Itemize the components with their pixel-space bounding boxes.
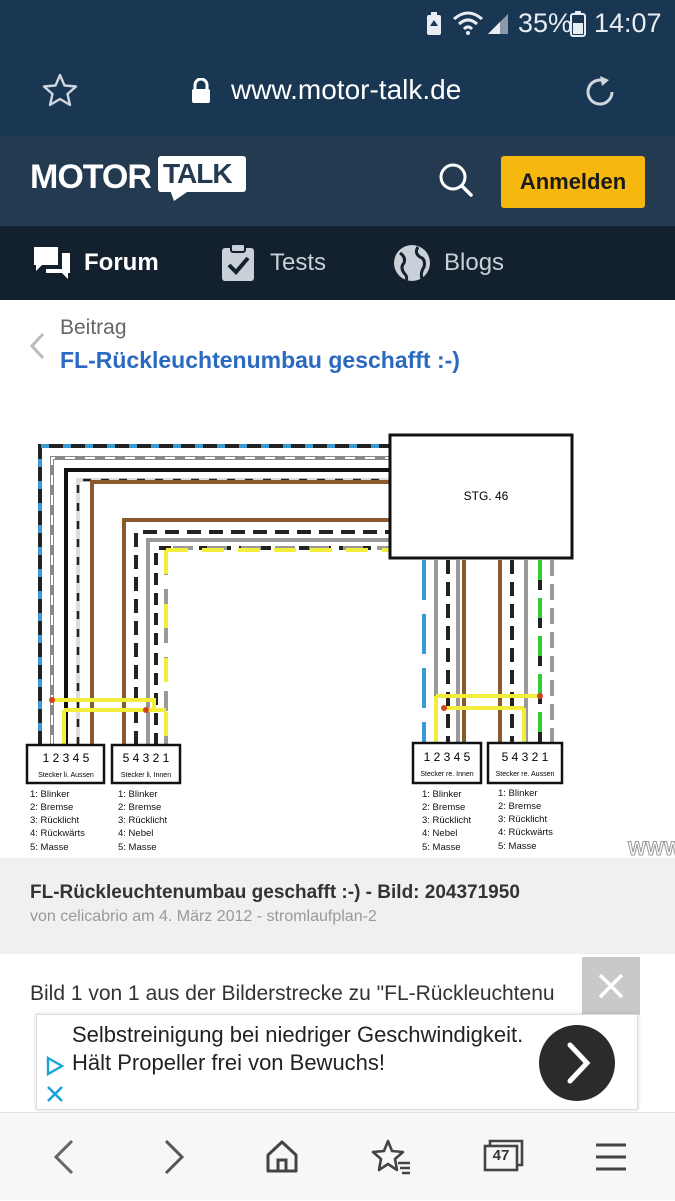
logo-motor: MOTOR (30, 158, 152, 196)
site-header: MOTOR TALK Anmelden (0, 136, 675, 226)
login-button[interactable]: Anmelden (501, 156, 645, 208)
tabs-icon (483, 1139, 524, 1172)
wiring-diagram-image[interactable]: STG. 46 1 2 3 4 5 Stecker li. Aussen 5 4… (0, 410, 675, 858)
legend-line: 3: Rücklicht (422, 815, 471, 826)
ad-text: Selbstreinigung bei niedriger Geschwindi… (72, 1022, 524, 1075)
search-icon[interactable] (438, 162, 474, 200)
tab-count: 47 (492, 1147, 510, 1164)
logo-bubble-tail (170, 190, 190, 201)
connector-name: Stecker re. Aussen (496, 771, 555, 778)
legend-line: 2: Bremse (422, 802, 465, 813)
caption-meta[interactable]: von celicabrio am 4. März 2012 - stromla… (30, 908, 377, 925)
ad-dismiss-icon[interactable] (44, 1083, 66, 1105)
legend-line: 4: Rückwärts (498, 827, 553, 838)
forum-icon (34, 247, 70, 279)
connector-left-outer: 1 2 3 4 5 Stecker li. Aussen (25, 743, 106, 785)
legend-line: 2: Bremse (118, 802, 161, 813)
legend-line: 5: Masse (118, 842, 157, 853)
browser-url-bar: www.motor-talk.de (0, 46, 675, 136)
legend-line: 2: Bremse (30, 802, 73, 813)
status-bar: 35% 14:07 (0, 0, 675, 46)
legend-line: 3: Rücklicht (118, 815, 167, 826)
home-icon (266, 1140, 298, 1173)
browser-bottom-bar: 47 (0, 1112, 675, 1200)
wiring-diagram: STG. 46 1 2 3 4 5 Stecker li. Aussen 5 4… (25, 433, 675, 858)
tab-tests[interactable]: Tests (220, 226, 350, 300)
ad-close-button[interactable] (582, 957, 640, 1015)
legend-line: 4: Nebel (118, 828, 153, 839)
bookmarks-star-icon (371, 1139, 410, 1175)
control-unit-label: STG. 46 (464, 489, 509, 503)
globe-icon (394, 245, 430, 281)
reload-icon[interactable] (582, 74, 618, 110)
url-text[interactable]: www.motor-talk.de (231, 74, 462, 105)
menu-icon (596, 1143, 626, 1171)
connector-name: Stecker li. Aussen (38, 772, 94, 779)
tab-blogs[interactable]: Blogs (392, 226, 522, 300)
breadcrumb[interactable]: Beitrag (60, 316, 127, 339)
legend-line: 5: Masse (498, 841, 537, 852)
chevron-right-icon (567, 1042, 591, 1084)
lock-icon (192, 78, 210, 103)
tab-forum[interactable]: Forum (32, 226, 172, 300)
back-arrow-icon (53, 1139, 74, 1175)
connector-name: Stecker li. Innen (121, 772, 171, 779)
legend-line: 1: Blinker (498, 788, 538, 799)
clock: 14:07 (594, 8, 662, 38)
battery-saver-icon (427, 12, 441, 35)
legend-line: 3: Rücklicht (498, 814, 547, 825)
legend-line: 3: Rücklicht (30, 815, 79, 826)
page-title[interactable]: FL-Rückleuchtenumbau geschafft :-) (60, 347, 460, 373)
logo-talk-bubble: TALK (158, 156, 246, 192)
site-nav: Forum Tests Blogs (0, 226, 675, 300)
connector-name: Stecker re. Innen (420, 771, 473, 778)
gallery-text: Bild 1 von 1 aus der Bilderstrecke zu "F… (30, 982, 555, 1005)
legend-line: 1: Blinker (118, 789, 158, 800)
image-caption: FL-Rückleuchtenumbau geschafft :-) - Bil… (0, 858, 675, 954)
forward-arrow-icon (164, 1139, 185, 1175)
tab-tests-label: Tests (270, 249, 327, 276)
ad-choices-icon[interactable] (44, 1055, 66, 1077)
battery-percent: 35% (518, 8, 573, 38)
ad-banner[interactable]: Selbstreinigung bei niedriger Geschwindi… (36, 1014, 638, 1110)
legend-line: 1: Blinker (30, 789, 70, 800)
close-icon (598, 973, 624, 999)
connector-left-inner: 5 4 3 2 1 Stecker li. Innen (110, 743, 182, 785)
signal-icon (488, 14, 508, 34)
control-unit-box (388, 433, 574, 560)
legend-line: 4: Rückwärts (30, 828, 85, 839)
bookmark-star-icon[interactable] (42, 73, 78, 107)
legend-line: 5: Masse (30, 842, 69, 853)
legend-line: 5: Masse (422, 842, 461, 853)
ad-open-button[interactable] (539, 1025, 615, 1101)
connector-pins: 1 2 3 4 5 (424, 750, 471, 764)
logo-talk: TALK (163, 158, 233, 189)
clipboard-check-icon (222, 243, 254, 281)
watermark: WWW (628, 839, 675, 858)
chevron-left-icon[interactable] (28, 332, 46, 360)
wifi-icon (453, 11, 483, 35)
legend-line: 1: Blinker (422, 789, 462, 800)
legend-line: 2: Bremse (498, 801, 541, 812)
battery-icon (570, 11, 586, 37)
forward-button[interactable] (134, 1113, 214, 1201)
home-button[interactable] (242, 1113, 322, 1201)
connector-pins: 5 4 3 2 1 (123, 751, 170, 765)
connector-pins: 5 4 3 2 1 (502, 750, 549, 764)
bookmarks-button[interactable] (352, 1113, 432, 1201)
tabs-button[interactable]: 47 (461, 1113, 541, 1201)
connector-pins: 1 2 3 4 5 (43, 751, 90, 765)
tab-forum-label: Forum (84, 249, 159, 276)
menu-button[interactable] (570, 1113, 650, 1201)
tab-blogs-label: Blogs (444, 249, 505, 276)
legend-line: 4: Nebel (422, 828, 457, 839)
back-button[interactable] (24, 1113, 104, 1201)
caption-title: FL-Rückleuchtenumbau geschafft :-) - Bil… (30, 882, 520, 903)
connector-right-inner: 1 2 3 4 5 Stecker re. Innen (411, 741, 483, 785)
connector-right-outer: 5 4 3 2 1 Stecker re. Aussen (486, 741, 564, 785)
